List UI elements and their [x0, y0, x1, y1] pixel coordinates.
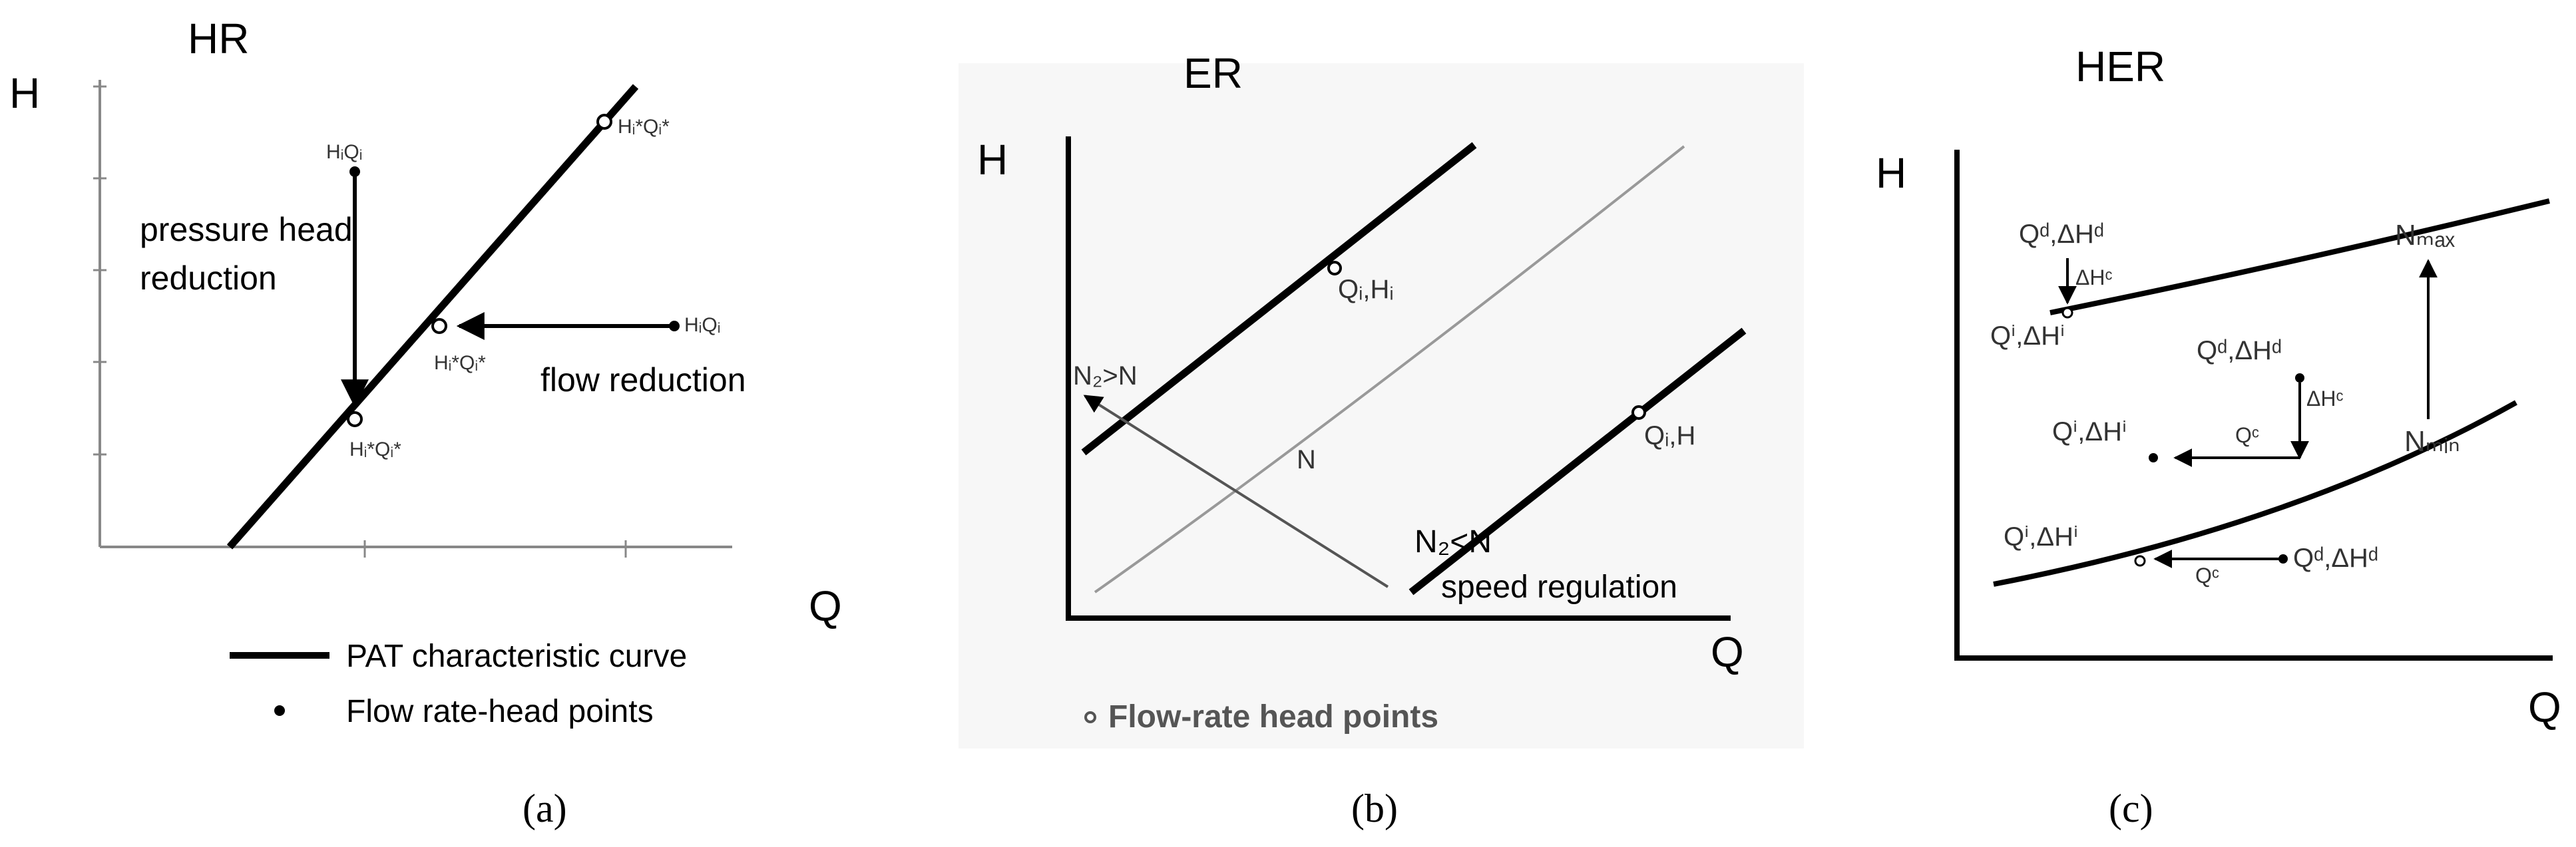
panel-c-label-dh-top: ΔHᶜ: [2075, 265, 2113, 289]
panel-c-title: HER: [2075, 43, 2165, 90]
panel-a-title: HR: [188, 15, 249, 63]
panel-b-legend-label: Flow-rate head points: [1108, 699, 1438, 735]
panel-a-point-mid: [431, 318, 447, 334]
curve-n2-greater: [1081, 142, 1477, 456]
panel-c-label-qi-top: Qⁱ,ΔHⁱ: [1990, 321, 2065, 351]
curve-n: [1094, 145, 1685, 593]
speed-regulation-label: speed regulation: [1441, 570, 1677, 605]
panel-c-axis-x-label: Q: [2528, 683, 2561, 731]
panel-b-title: ER: [1183, 49, 1243, 97]
panel-c-axis-y-label: H: [1876, 149, 1906, 197]
panel-a-point-top: [349, 166, 360, 177]
panel-a-label-mid: Hᵢ*Qᵢ*: [434, 352, 486, 374]
panel-a-axis-y-label: H: [9, 69, 40, 117]
panel-b-point-lower: [1631, 405, 1646, 420]
panel-c-label-dh-mid: ΔHᶜ: [2306, 387, 2344, 411]
panel-a-point-upper: [596, 114, 612, 130]
panel-b-legend-point: [1084, 711, 1096, 723]
panel-c-label-qd-top: Qᵈ,ΔHᵈ: [2019, 220, 2104, 249]
panel-a-point-low: [347, 411, 363, 427]
panel-b-background: [959, 63, 1804, 749]
panel-c-label-qd-mid: Qᵈ,ΔHᵈ: [2197, 336, 2282, 365]
panel-c-point-top: [2061, 307, 2073, 319]
panel-a-label-upper: Hᵢ*Qᵢ*: [618, 116, 670, 138]
flow-reduction-label: flow reduction: [540, 361, 746, 399]
pat-characteristic-curve: [226, 84, 639, 550]
panel-a-label-top: HᵢQᵢ: [326, 141, 362, 163]
panel-c-label-qi-low: Qⁱ,ΔHⁱ: [2004, 522, 2078, 552]
label-n2-less: N₂<N: [1414, 524, 1492, 560]
curve-n-max: [2049, 198, 2550, 315]
caption-c: (c): [2109, 786, 2153, 830]
label-n: N: [1297, 445, 1316, 474]
pressure-head-label-line1: pressure head: [140, 211, 353, 248]
panel-c-point-low-start: [2278, 554, 2288, 564]
panel-a-label-low: Hᵢ*Qᵢ*: [349, 438, 401, 460]
panel-b-point-upper: [1327, 261, 1342, 275]
label-n2-greater: N₂>N: [1073, 361, 1138, 391]
legend-curve-label: PAT characteristic curve: [346, 639, 687, 674]
speed-regulation-arrow: [1083, 395, 1389, 588]
panel-c-label-qc-low: Qᶜ: [2195, 564, 2219, 588]
panel-a-point-right: [669, 321, 680, 331]
panel-c: HER H Qᵈ,ΔHᵈ ΔHᶜ Qⁱ,ΔHⁱ Nₘₐₓ Qᵈ,ΔHᵈ ΔHᶜ …: [1876, 43, 2561, 830]
panel-c-label-qi-mid: Qⁱ,ΔHⁱ: [2052, 417, 2127, 446]
panel-a-ticks: [93, 85, 627, 558]
panel-a-label-right: HᵢQᵢ: [684, 314, 720, 336]
panel-c-label-qd-low: Qᵈ,ΔHᵈ: [2293, 544, 2378, 573]
panel-b-label-upper: Qᵢ,Hᵢ: [1338, 275, 1394, 304]
caption-b: (b): [1351, 786, 1398, 830]
caption-a: (a): [523, 786, 567, 830]
panel-c-point-mid-start: [2295, 373, 2304, 383]
panel-a-axis-x-label: Q: [809, 582, 842, 630]
panel-c-label-nmin: Nₘᵢₙ: [2404, 425, 2460, 458]
panel-c-label-qc-mid: Qᶜ: [2235, 423, 2259, 447]
panel-b: ER H Qᵢ,Hᵢ Qᵢ,H N₂>N N N₂<N speed regula…: [959, 49, 1804, 830]
panel-a: HR H HᵢQᵢ Hᵢ*Qᵢ* Hᵢ*Qᵢ* HᵢQᵢ Hᵢ*: [9, 15, 842, 830]
panel-c-point-low-end: [2134, 555, 2146, 567]
panel-c-label-nmax: Nₘₐₓ: [2395, 219, 2456, 252]
legend-point-swatch: [274, 705, 285, 716]
legend-points-label: Flow rate-head points: [346, 694, 654, 729]
curve-n-min: [1993, 400, 2517, 587]
panel-b-axis-y-label: H: [977, 136, 1008, 184]
curve-n2-less: [1408, 327, 1747, 595]
panel-b-label-lower: Qᵢ,H: [1644, 421, 1695, 450]
panel-b-axis-x-label: Q: [1711, 628, 1744, 676]
panel-c-point-mid-end: [2149, 453, 2158, 462]
pressure-head-label-line2: reduction: [140, 259, 277, 297]
